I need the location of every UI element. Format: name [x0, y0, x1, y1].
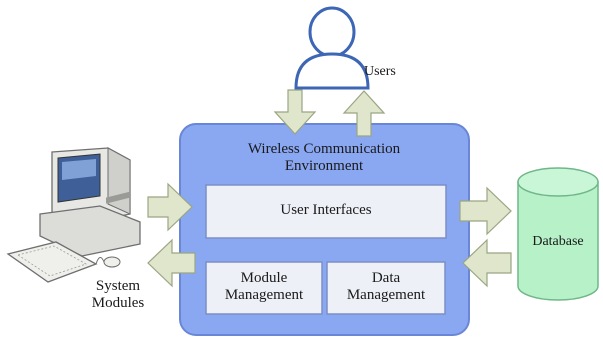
- arrow-database-to-environment: [462, 238, 512, 288]
- environment-title: Wireless Communication Environment: [214, 141, 434, 176]
- system-modules-label: System Modules: [70, 278, 166, 313]
- data-management-box: [326, 261, 446, 315]
- user-interfaces-box: [205, 184, 447, 239]
- users-label: Users: [364, 64, 396, 79]
- database-label: Database: [532, 234, 584, 249]
- environment-title-line2: Environment: [284, 158, 364, 175]
- module-management-box: [205, 261, 323, 315]
- database-icon: [517, 167, 599, 301]
- data-management-line1: Data: [371, 270, 401, 286]
- user-icon: [294, 6, 370, 90]
- system-modules-line2: Modules: [91, 295, 145, 312]
- module-management-line1: Module: [240, 270, 288, 286]
- arrow-environment-to-system: [147, 238, 196, 288]
- computer-icon: [6, 147, 141, 283]
- arrow-environment-to-database: [459, 186, 512, 236]
- data-management-label: Data Management: [327, 270, 445, 305]
- data-management-line2: Management: [346, 287, 426, 304]
- arrow-system-to-environment: [147, 182, 193, 232]
- arrow-environment-to-users: [342, 90, 386, 137]
- module-management-line2: Management: [224, 287, 304, 304]
- user-interfaces-label: User Interfaces: [280, 202, 372, 218]
- environment-title-line1: Wireless Communication: [247, 141, 401, 157]
- system-modules-line1: System: [95, 278, 141, 294]
- arrow-users-to-environment: [273, 89, 317, 135]
- module-management-label: Module Management: [206, 270, 322, 305]
